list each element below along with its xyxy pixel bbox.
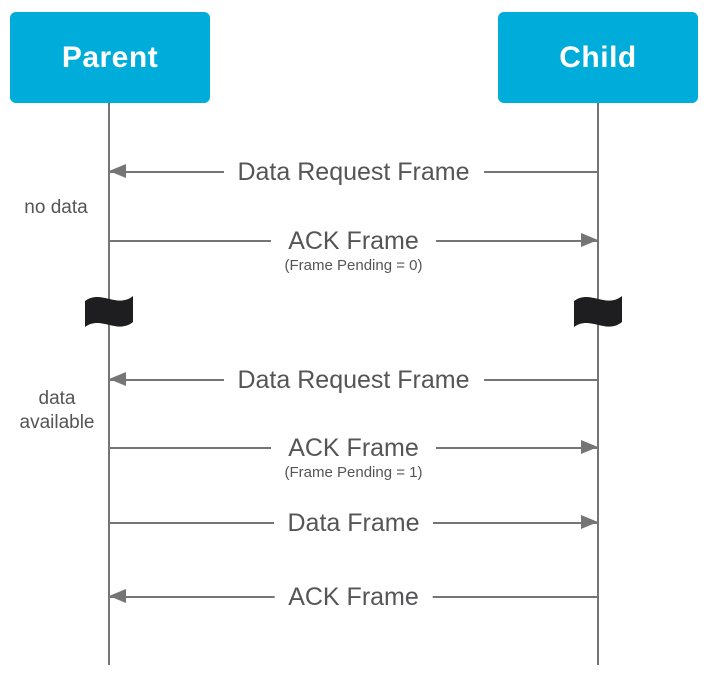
message-label: ACK Frame [288, 434, 419, 462]
message-sublabel: (Frame Pending = 0) [284, 257, 423, 274]
state-label-no-data: no data [8, 196, 104, 220]
arrowhead-left-icon [109, 372, 126, 386]
actor-box-parent: Parent [10, 12, 210, 103]
arrowhead-right-icon [581, 233, 598, 247]
message-label: Data Request Frame [237, 158, 470, 186]
arrowhead-left-icon [109, 164, 126, 178]
message-label-wrap: Data Request Frame [223, 156, 484, 188]
state-label-line: no data [24, 197, 88, 218]
state-label-line: available [19, 412, 95, 433]
message-label: Data Request Frame [237, 366, 470, 394]
actor-label-child: Child [559, 40, 637, 74]
time-break-flag-icon [574, 289, 622, 335]
time-break-flag-icon [85, 289, 133, 335]
message-label-wrap: Data Frame [273, 507, 434, 539]
message-label-wrap: ACK Frame [274, 581, 433, 613]
message-label-wrap: ACK Frame (Frame Pending = 1) [270, 432, 437, 481]
arrowhead-right-icon [581, 440, 598, 454]
actor-label-parent: Parent [61, 40, 159, 74]
state-label-data-available: data available [9, 387, 105, 435]
message-label-wrap: ACK Frame (Frame Pending = 0) [270, 225, 437, 274]
message-label: Data Frame [287, 509, 420, 537]
message-label: ACK Frame [288, 227, 419, 255]
actor-box-child: Child [498, 12, 698, 103]
message-label: ACK Frame [288, 583, 419, 611]
arrowhead-right-icon [581, 515, 598, 529]
arrowhead-left-icon [109, 589, 126, 603]
lifeline-child [597, 103, 599, 665]
message-sublabel: (Frame Pending = 1) [284, 464, 423, 481]
state-label-line: data [38, 388, 76, 409]
message-label-wrap: Data Request Frame [223, 364, 484, 396]
